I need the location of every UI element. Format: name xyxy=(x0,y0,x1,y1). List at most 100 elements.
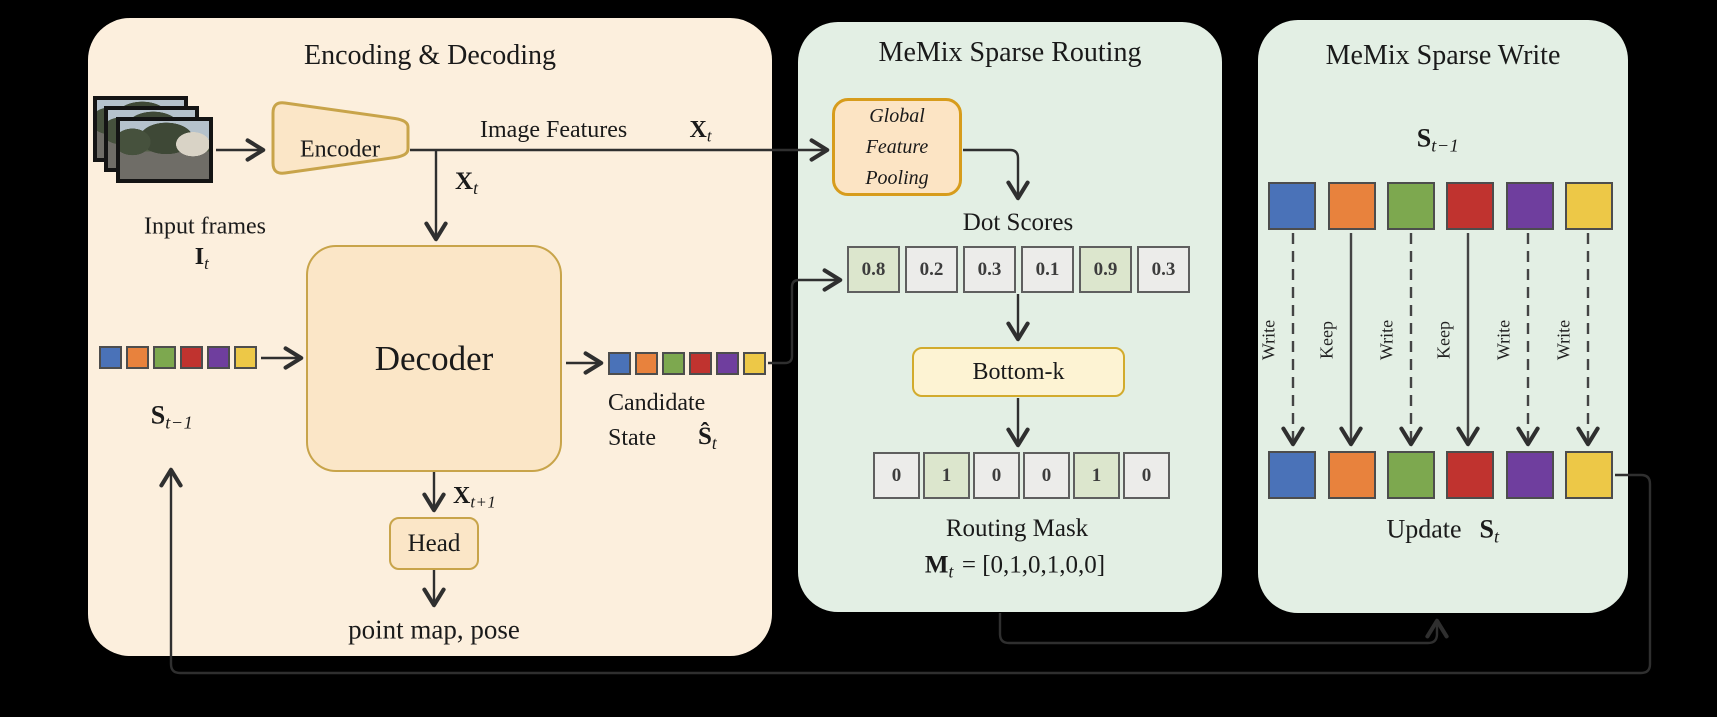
score-cell-5: 0.9 xyxy=(1079,246,1132,293)
mask-cell-4: 0 xyxy=(1023,452,1070,499)
encoder-label: Encoder xyxy=(300,136,380,163)
memory-token-3 xyxy=(1387,182,1435,230)
candidate-token-3 xyxy=(662,352,685,375)
mask-cell-2: 1 xyxy=(923,452,970,499)
image-features-label: Image Features xyxy=(480,117,628,143)
prev-state-symbol-sub: t−1 xyxy=(165,412,194,433)
update-state-row: Update St xyxy=(1386,514,1499,547)
bottom-k-label: Bottom-k xyxy=(972,358,1065,385)
update-label: Update xyxy=(1386,514,1462,544)
candidate-symbol-base: Ŝ xyxy=(698,423,712,450)
state-token-6 xyxy=(234,346,257,369)
mask-value-6: 0 xyxy=(1141,464,1152,486)
write-prev-state-symbol: St−1 xyxy=(1417,123,1459,156)
updated-token-3 xyxy=(1387,451,1435,499)
arrow-routing-to-write xyxy=(998,613,1449,645)
score-cell-2: 0.2 xyxy=(905,246,958,293)
memory-token-6 xyxy=(1565,182,1613,230)
memory-token-2 xyxy=(1328,182,1376,230)
state-token-5 xyxy=(207,346,230,369)
mask-cell-3: 0 xyxy=(973,452,1020,499)
updated-token-1 xyxy=(1268,451,1316,499)
candidate-token-1 xyxy=(608,352,631,375)
pooling-line1: Global xyxy=(869,104,925,127)
decoder-input-symbol-base: X xyxy=(455,168,474,195)
input-frames-label: Input frames xyxy=(144,213,266,240)
score-cell-4: 0.1 xyxy=(1021,246,1074,293)
dot-scores-label: Dot Scores xyxy=(962,209,1074,236)
head-input-symbol-base: X xyxy=(453,483,471,509)
mask-value-1: 0 xyxy=(891,464,902,486)
mask-cell-1: 0 xyxy=(873,452,920,499)
write-prev-state-base: S xyxy=(1416,123,1432,153)
image-features-symbol-base: X xyxy=(689,117,707,143)
write-prev-state-sub: t−1 xyxy=(1431,135,1460,156)
candidate-token-2 xyxy=(635,352,658,375)
update-state-sub: t xyxy=(1494,526,1500,547)
input-frame-front xyxy=(116,117,213,183)
input-symbol-sub: t xyxy=(204,253,210,273)
memory-token-5 xyxy=(1506,182,1554,230)
prev-state-symbol-base: S xyxy=(150,400,166,430)
input-symbol-base: I xyxy=(194,244,205,271)
routing-panel-title: MeMix Sparse Routing xyxy=(878,37,1142,68)
head-output-label: point map, pose xyxy=(348,614,520,645)
routing-mask-label: Routing Mask xyxy=(945,515,1089,542)
update-state-symbol: St xyxy=(1480,514,1500,547)
score-cell-3: 0.3 xyxy=(963,246,1016,293)
state-token-1 xyxy=(99,346,122,369)
image-features-symbol-sub: t xyxy=(706,126,712,146)
action-label-3: Write xyxy=(1376,319,1397,361)
update-state-base: S xyxy=(1479,514,1494,544)
mask-equation: Mt = [0,1,0,1,0,0] xyxy=(925,552,1105,583)
updated-token-6 xyxy=(1565,451,1613,499)
candidate-token-5 xyxy=(716,352,739,375)
action-label-4: Keep xyxy=(1433,321,1454,359)
mask-cell-6: 0 xyxy=(1123,452,1170,499)
updated-token-5 xyxy=(1506,451,1554,499)
action-label-2: Keep xyxy=(1316,321,1337,359)
state-token-3 xyxy=(153,346,176,369)
bottom-k-box: Bottom-k xyxy=(912,347,1125,397)
score-value-1: 0.8 xyxy=(861,258,886,280)
input-symbol: It xyxy=(195,244,210,274)
mask-cell-5: 1 xyxy=(1073,452,1120,499)
head-box: Head xyxy=(389,517,479,570)
decoder-input-symbol: Xt xyxy=(455,168,478,199)
write-panel-title: MeMix Sparse Write xyxy=(1325,40,1561,71)
candidate-label-line1: Candidate xyxy=(608,390,706,416)
state-token-2 xyxy=(126,346,149,369)
encoding-panel-title: Encoding & Decoding xyxy=(304,40,556,71)
image-features-label-row: Image Features Xt xyxy=(480,117,712,147)
prev-state-symbol: St−1 xyxy=(151,400,193,433)
candidate-symbol: Ŝt xyxy=(698,423,717,454)
head-input-symbol: Xt+1 xyxy=(453,483,496,513)
mask-value-4: 0 xyxy=(1041,464,1052,486)
memory-token-1 xyxy=(1268,182,1316,230)
pooling-line2: Feature xyxy=(865,135,929,158)
head-label: Head xyxy=(407,529,461,557)
encoder-shape xyxy=(271,101,410,175)
score-cell-6: 0.3 xyxy=(1137,246,1190,293)
mask-value-3: 0 xyxy=(991,464,1002,486)
global-feature-pooling-box: Global Feature Pooling xyxy=(832,98,962,196)
action-label-1: Write xyxy=(1258,319,1279,361)
action-label-6: Write xyxy=(1553,319,1574,361)
mask-equation-sub: t xyxy=(948,561,954,582)
memory-token-4 xyxy=(1446,182,1494,230)
score-value-5: 0.9 xyxy=(1093,258,1118,280)
decoder-label: Decoder xyxy=(374,338,494,378)
pooling-line3: Pooling xyxy=(865,166,929,189)
score-value-3: 0.3 xyxy=(977,258,1002,280)
action-label-5: Write xyxy=(1493,319,1514,361)
candidate-symbol-sub: t xyxy=(711,432,718,453)
candidate-label-line2: State xyxy=(608,425,656,451)
score-value-4: 0.1 xyxy=(1035,258,1060,280)
image-features-symbol: Xt xyxy=(689,117,712,147)
mask-equation-rhs: = [0,1,0,1,0,0] xyxy=(961,551,1106,579)
mask-equation-base: M xyxy=(924,551,949,579)
state-token-4 xyxy=(180,346,203,369)
head-input-symbol-sub: t+1 xyxy=(470,492,497,512)
mask-value-5: 1 xyxy=(1091,464,1102,486)
